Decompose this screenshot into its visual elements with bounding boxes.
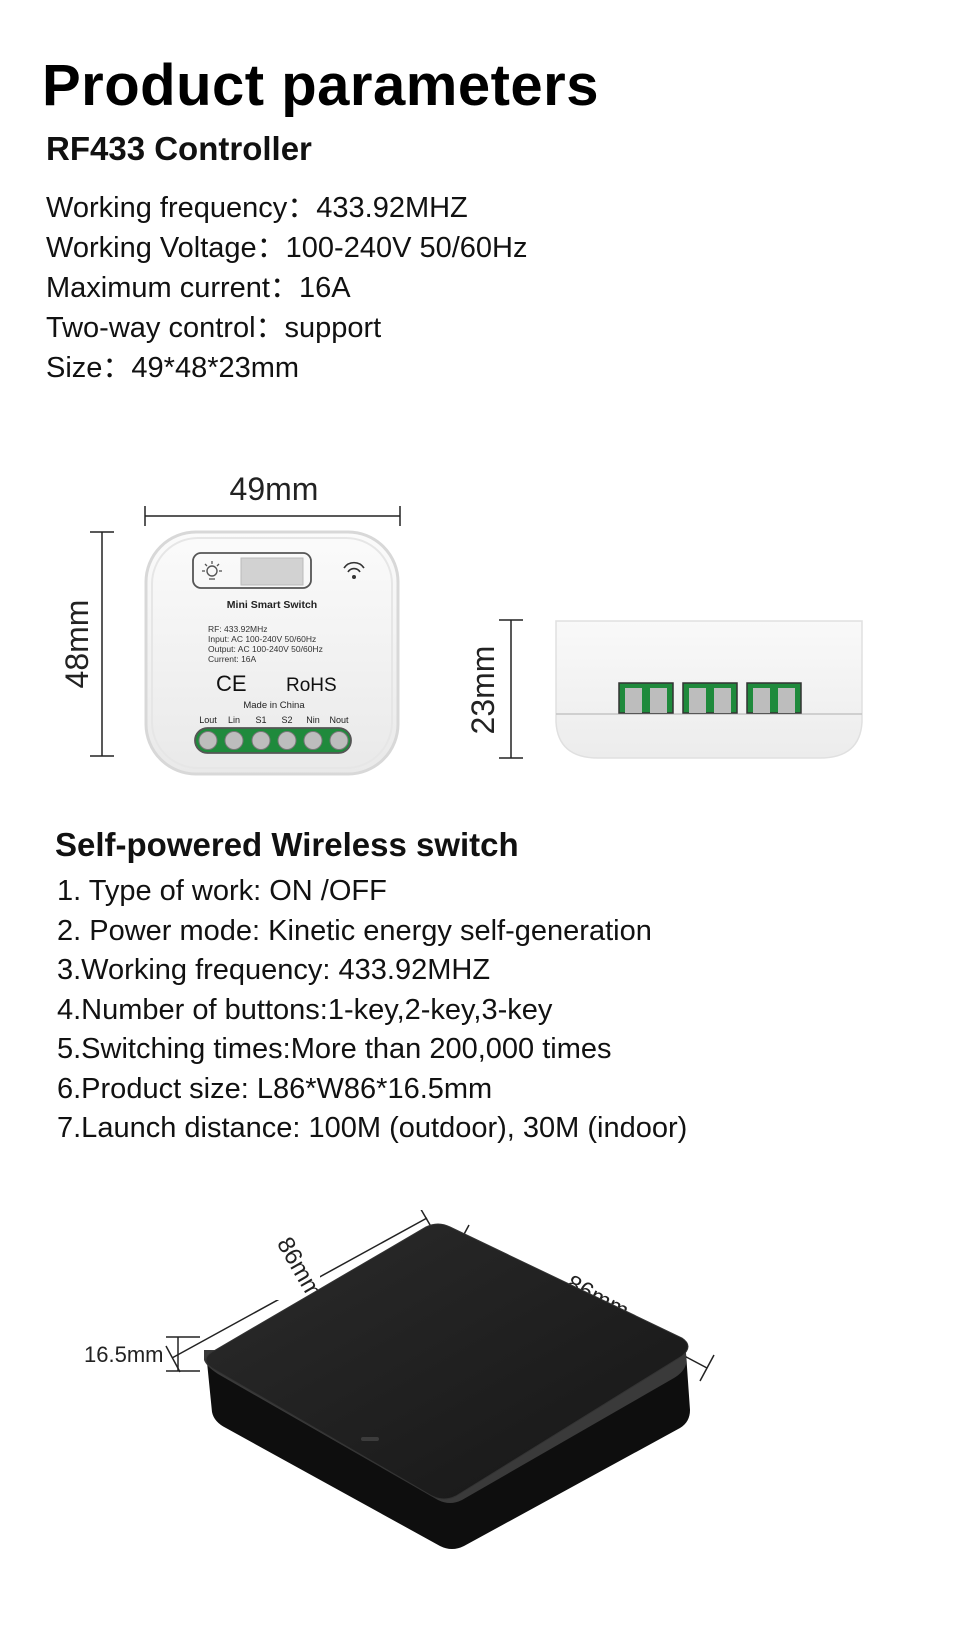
list-item: 1. Type of work: ON /OFF (57, 875, 387, 907)
list-item: 4.Number of buttons:1-key,2-key,3-key (57, 993, 553, 1026)
terminal-screws (198, 731, 349, 750)
terminal-label: Lout (199, 715, 217, 725)
spec-current: Current: 16A (208, 654, 257, 664)
terminal-block (194, 727, 352, 754)
wireless-switch-device (204, 1223, 690, 1549)
width-label: 49mm (230, 471, 319, 507)
spec-rf: RF: 433.92MHz (208, 624, 268, 634)
param-voltage: Working Voltage：100-240V 50/60Hz (46, 232, 528, 264)
terminal-label: Lin (228, 715, 240, 725)
height-label: 48mm (59, 600, 95, 689)
depth-label: 23mm (465, 646, 501, 735)
switch-spec-list: 1. Type of work: ON /OFF 2. Power mode: … (57, 872, 687, 1149)
light-bulb-icon (202, 561, 222, 580)
terminal-label: Nin (306, 715, 320, 725)
param-current: Maximum current：16A (46, 272, 351, 304)
wifi-icon (343, 561, 365, 579)
list-item: 3.Working frequency: 433.92MHZ (57, 954, 491, 986)
height-dimension: 48mm (59, 531, 114, 757)
page-title: Product parameters (42, 53, 599, 118)
terminal-labels: Lout Lin S1 S2 Nin Nout (199, 715, 349, 725)
width-dimension: 49mm (144, 471, 401, 526)
list-item: 2. Power mode: Kinetic energy self-gener… (57, 914, 652, 947)
param-size: Size：49*48*23mm (46, 352, 300, 384)
terminal-label: Nout (329, 715, 349, 725)
switch-figure: 86mm 86mm 16.5mm (84, 1210, 715, 1549)
list-item: 5.Switching times:More than 200,000 time… (57, 1033, 612, 1065)
controller-figure: 49mm 48mm Mini Smart Switch RF: 433.92MH… (59, 471, 863, 776)
controller-title: RF433 Controller (46, 130, 312, 167)
controller-side-view (555, 620, 863, 759)
led-indicator (361, 1437, 379, 1441)
thickness-dimension: 16.5mm (84, 1336, 200, 1372)
terminal-label: S1 (255, 715, 266, 725)
terminal-label: S2 (281, 715, 292, 725)
device-name: Mini Smart Switch (227, 599, 317, 611)
switch-section-title: Self-powered Wireless switch (55, 826, 519, 863)
controller-params: Working frequency：433.92MHZ Working Volt… (46, 188, 528, 388)
param-frequency: Working frequency：433.92MHZ (46, 192, 468, 224)
depth-dimension: 23mm (465, 619, 523, 759)
made-in-label: Made in China (243, 700, 305, 711)
spec-output: Output: AC 100-240V 50/60Hz (208, 644, 323, 654)
thickness-label: 16.5mm (84, 1342, 163, 1367)
list-item: 7.Launch distance: 100M (outdoor), 30M (… (57, 1112, 688, 1144)
param-two-way: Two-way control：support (46, 312, 382, 344)
list-item: 6.Product size: L86*W86*16.5mm (57, 1072, 493, 1105)
controller-front-view: Mini Smart Switch RF: 433.92MHz Input: A… (144, 530, 400, 776)
rohs-mark: RoHS (286, 675, 337, 696)
ce-mark: CE (216, 671, 247, 696)
spec-input: Input: AC 100-240V 50/60Hz (208, 634, 316, 644)
